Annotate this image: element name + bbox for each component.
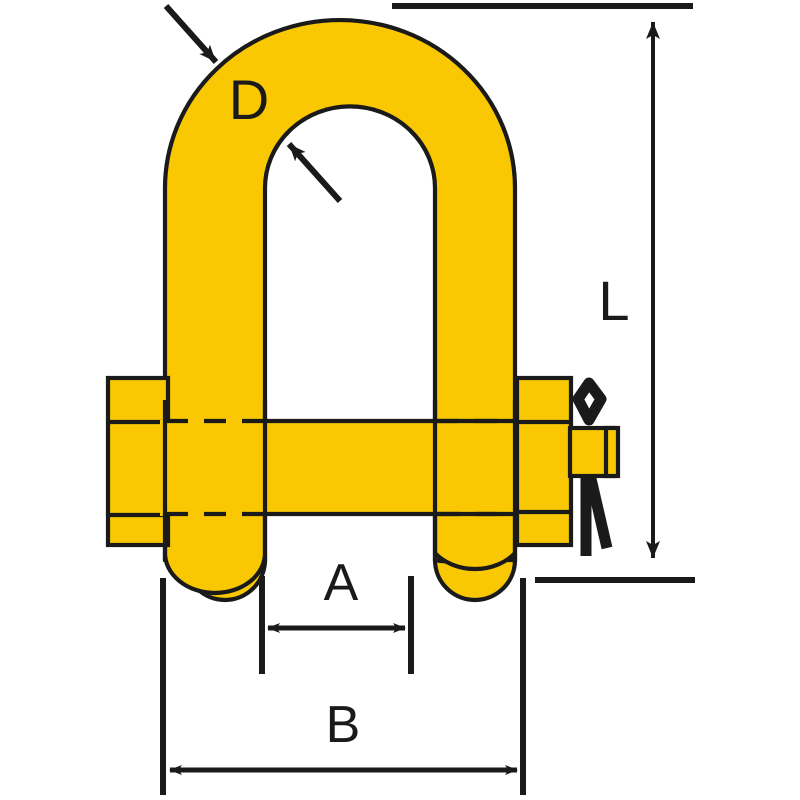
pin-head-left-group [105, 375, 171, 548]
pin-nut-collar [603, 425, 621, 479]
pin-head-left [105, 375, 171, 548]
leg-outline-overlay-group [162, 400, 518, 596]
dimension-L-group: L [598, 22, 660, 558]
dimension-D-label: D [229, 68, 269, 131]
shackle-leg-right-foot [433, 551, 517, 572]
bow-thickness-callout-arrow [163, 4, 219, 64]
hidden-edge-dashed-lines [166, 418, 560, 517]
pin-head-right-group [514, 375, 574, 548]
pin-nut-group [567, 425, 621, 479]
cotter-pin-group [572, 377, 613, 556]
pin-head-right [514, 375, 574, 548]
inside-bow-callout-arrow [286, 141, 343, 204]
dimension-B-label: B [326, 696, 361, 754]
cotter-pin-leg-b [583, 468, 613, 550]
callout-arrows-group [163, 4, 343, 204]
pin-shank [160, 420, 560, 516]
cotter-pin-eye-icon [572, 377, 607, 426]
shackle-leg-left-foot [162, 552, 268, 596]
dimension-A-group: A [259, 554, 414, 674]
dimension-L-label: L [598, 269, 629, 332]
pin-shank-group [160, 418, 563, 517]
reference-lines-group [392, 3, 695, 583]
dimension-A-label: A [324, 554, 359, 612]
dimension-B-group: B [160, 578, 526, 795]
